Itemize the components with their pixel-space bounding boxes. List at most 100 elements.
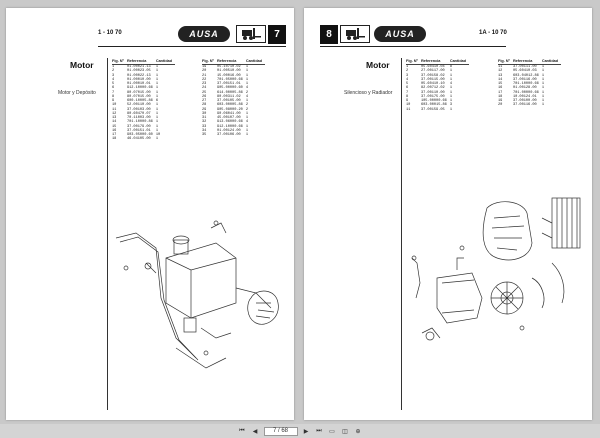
cell-fig: 30	[202, 111, 207, 116]
first-page-button[interactable]: ⏮	[239, 427, 245, 434]
cell-ref: 912.10000.66	[126, 86, 153, 91]
cell-ref: 913.06000.66	[216, 120, 243, 125]
cell-qty: 1	[155, 86, 158, 91]
cell-fig: 32	[202, 120, 207, 125]
cell-ref: 01.00128.00	[512, 86, 537, 91]
cell-fig: 18	[498, 94, 503, 99]
cell-fig: 15	[498, 82, 503, 86]
cell-qty: 1	[155, 69, 158, 74]
fit-page-icon[interactable]: ▭	[329, 428, 335, 435]
cell-ref: 701.10000.86	[126, 120, 153, 125]
cell-qty: 1	[155, 120, 158, 125]
cell-qty: 1	[245, 82, 248, 86]
cell-fig: 14	[498, 77, 503, 82]
cell-ref: 80.07015.00	[126, 90, 151, 95]
table-row: 1 05.60410.04 8	[406, 65, 469, 70]
cell-qty: 8	[449, 65, 452, 69]
cell-ref: 903.05000.60	[126, 133, 153, 137]
cell-fig: 19	[498, 99, 503, 103]
cell-ref: 37.00100.00	[512, 99, 537, 103]
cell-fig: 17	[498, 90, 503, 95]
cell-qty: 1	[449, 90, 452, 95]
cell-fig: 27	[202, 99, 207, 103]
cell-qty: 1	[541, 103, 544, 108]
cell-fig: 8	[406, 94, 409, 99]
zoom-icon[interactable]: ⊕	[355, 428, 361, 435]
cell-ref: 37.00151.01	[126, 128, 151, 133]
col-qty: Cantidad	[155, 59, 176, 65]
cell-ref: 01.00010.01	[126, 82, 151, 86]
col-ref: Referencia	[512, 59, 542, 65]
cell-fig: 12	[498, 69, 503, 74]
cell-fig: 4	[112, 77, 115, 82]
cell-qty: 1	[155, 128, 158, 133]
next-page-button[interactable]: ▶	[303, 428, 309, 435]
col-fig: Fig. Nº	[202, 59, 217, 65]
cell-ref: 01.00510.00	[216, 69, 241, 74]
cell-fig: 23	[202, 82, 207, 86]
cell-fig: 13	[112, 116, 117, 120]
cell-fig: 4	[406, 77, 409, 82]
cell-fig: 28	[202, 103, 207, 108]
cell-ref: 37.00116.00	[512, 77, 537, 82]
cell-ref: 37.00179.00	[126, 124, 151, 129]
cell-qty: 1	[155, 73, 158, 78]
cell-qty: 1	[155, 111, 158, 116]
col-ref: Referencia	[126, 59, 156, 65]
prev-page-button[interactable]: ◀	[252, 428, 258, 435]
last-page-button[interactable]: ⏭	[316, 427, 322, 434]
two-page-view-icon[interactable]: ◫	[342, 428, 348, 435]
cell-ref: 37.00110.00	[420, 90, 445, 95]
cell-qty: 1	[449, 86, 452, 91]
cell-ref: 614.00005.86	[216, 90, 243, 95]
cell-fig: 3	[112, 73, 115, 78]
header-rule	[320, 46, 506, 47]
column-divider	[401, 58, 402, 410]
cell-fig: 1	[406, 65, 409, 69]
cell-fig: 31	[202, 116, 207, 120]
cell-qty: 1	[155, 77, 158, 82]
right-page: 8 AUSA 1A - 10 70 Motor Silencioso y Rad…	[304, 8, 592, 420]
cell-ref: 90.06041.00	[216, 111, 241, 116]
page-indicator[interactable]: 7 / 68	[263, 426, 298, 436]
cell-fig: 9	[406, 99, 409, 103]
cell-ref: 05.60410.04	[420, 65, 445, 69]
cell-fig: 14	[112, 120, 117, 125]
cell-qty: 4	[245, 94, 248, 99]
ausa-logo: AUSA	[178, 26, 230, 42]
cell-ref: 05.60410.03	[512, 69, 537, 74]
section-title: Motor	[366, 60, 390, 70]
cell-qty: 2	[245, 103, 248, 108]
cell-fig: 13	[498, 73, 503, 78]
cell-qty: 2	[245, 107, 248, 112]
page-number-box: 8	[320, 25, 338, 44]
section-subtitle: Motor y Depósito	[58, 90, 96, 96]
cell-ref: 45.00107.00	[216, 116, 241, 120]
cell-fig: 24	[202, 86, 207, 91]
cell-qty: 3	[449, 103, 452, 108]
cell-ref: 80.60470.07	[126, 111, 151, 116]
